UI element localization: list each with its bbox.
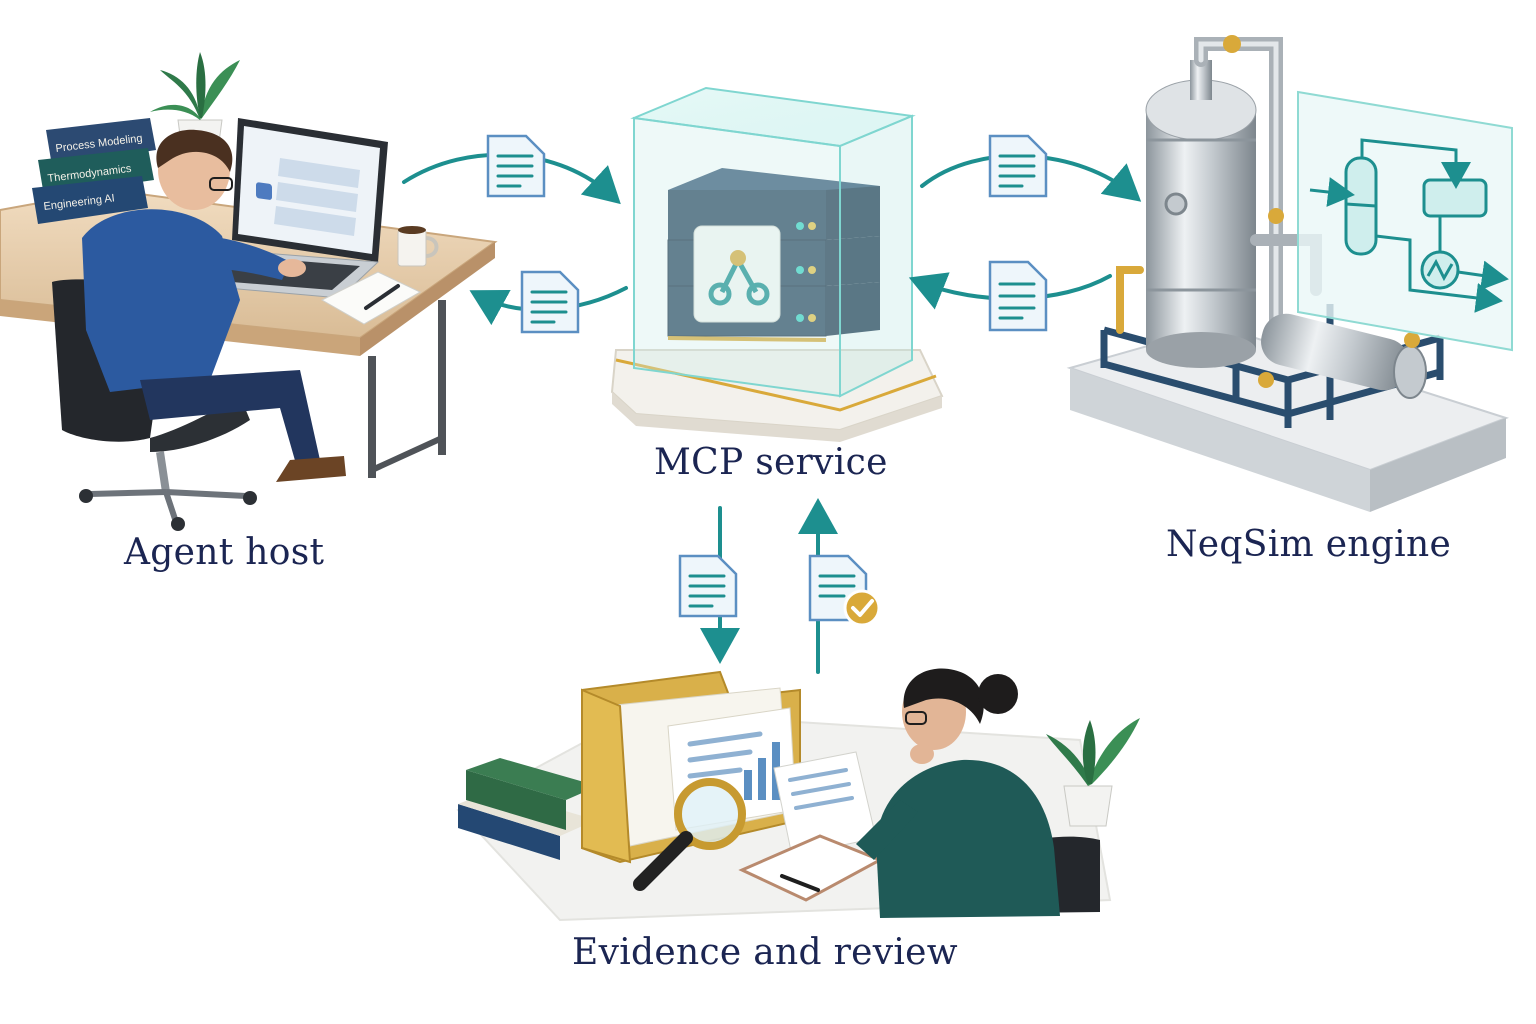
plant-icon [1046, 718, 1140, 827]
pipework [1116, 35, 1322, 388]
heat-exchanger [1261, 313, 1427, 399]
book-stack [458, 758, 598, 860]
separator-vessel [1145, 60, 1257, 368]
document-icon [988, 260, 1048, 332]
magnifier-icon [633, 778, 746, 891]
reviewer-person [856, 668, 1060, 918]
neqsim-engine-scene [1066, 35, 1513, 512]
laptop [158, 118, 388, 299]
mcp-service-scene [610, 86, 944, 442]
evidence-review-scene [456, 668, 1140, 922]
network-icon [693, 225, 781, 323]
agent-person [82, 129, 346, 482]
agent-host-scene: Process Modeling Thermodynamics Engineer… [0, 52, 498, 531]
neqsim-engine-label: NeqSim engine [1166, 524, 1452, 565]
mcp-service-label: MCP service [654, 442, 888, 483]
flowsheet-panel [1297, 90, 1513, 352]
document-icon [678, 554, 738, 618]
document-icon [486, 134, 546, 198]
book-stack: Process Modeling Thermodynamics Engineer… [32, 118, 156, 224]
report-sheet [773, 751, 877, 857]
agent-host-label: Agent host [124, 532, 325, 573]
coffee-mug-icon [397, 226, 439, 267]
check-badge-icon [843, 589, 881, 627]
notepad-icon [320, 271, 422, 325]
glass-enclosure [630, 86, 916, 398]
document-icon [520, 270, 580, 334]
document-icon [988, 134, 1048, 198]
evidence-review-label: Evidence and review [572, 932, 958, 973]
